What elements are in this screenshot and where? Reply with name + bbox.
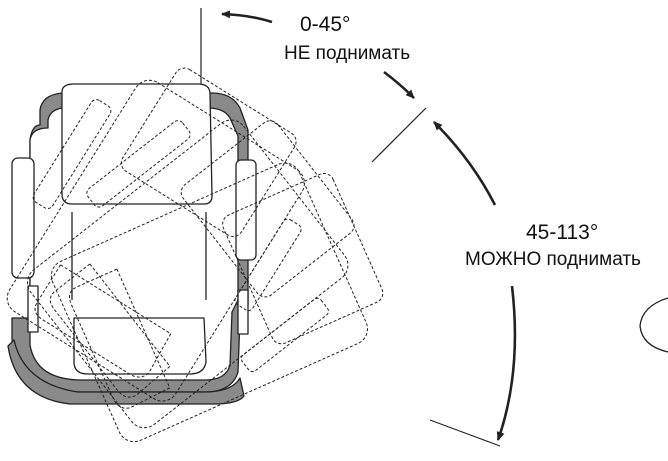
right-arc-upper-arrow	[433, 121, 497, 206]
reference-lines	[200, 8, 501, 447]
top-range-note: НЕ поднимать	[284, 43, 411, 64]
right-range-angle: 45-113°	[526, 221, 599, 244]
partial-circle-edge	[639, 297, 668, 353]
car-seat-reclined-45	[6, 67, 305, 402]
car-seat-upright	[7, 83, 257, 405]
left-buckle	[27, 285, 39, 333]
right-side-wing	[235, 159, 257, 261]
headrest	[61, 83, 213, 205]
right-range-note: МОЖНО поднимать	[465, 249, 641, 270]
car-seat-reclined-extra	[50, 162, 384, 443]
45-degree-reference-line	[371, 107, 427, 163]
seat-base	[7, 339, 245, 405]
113-degree-reference-line	[429, 419, 501, 447]
right-buckle	[237, 289, 249, 335]
top-range-angle: 0-45°	[300, 13, 351, 36]
right-arc-lower-arrow	[496, 285, 517, 441]
top-arc-right-arrow	[383, 70, 415, 99]
seat-cushion	[73, 317, 207, 375]
left-side-wing	[11, 157, 35, 279]
angle-arcs	[221, 10, 517, 441]
top-arc-left-arrow	[221, 10, 273, 24]
